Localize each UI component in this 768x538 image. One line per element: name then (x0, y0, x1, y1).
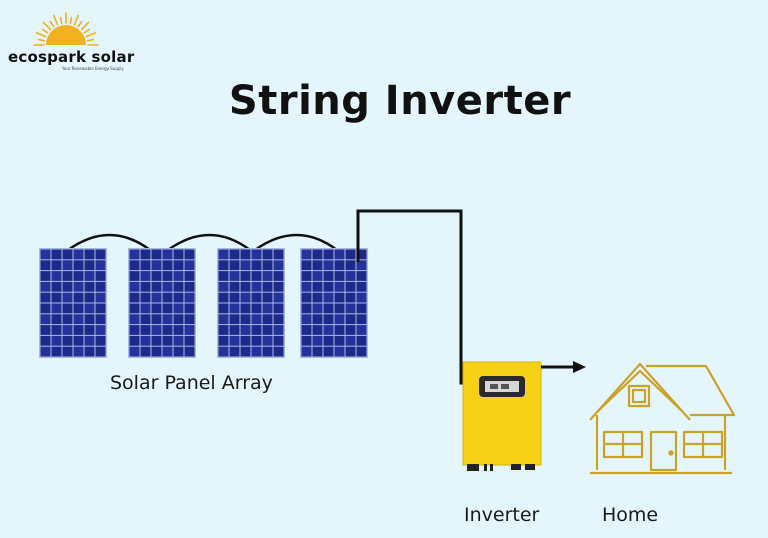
logo-tagline: Your Renewable Energy Supply (62, 66, 124, 71)
logo-name: ecospark solar (8, 48, 135, 66)
solar-panel-array-label: Solar Panel Array (110, 372, 273, 394)
panel-connection-wires (67, 233, 338, 252)
sun-logo-icon (33, 12, 99, 46)
solar-panel-icon (217, 248, 285, 358)
solar-panel-icon (300, 248, 368, 358)
dc-wire (356, 209, 468, 385)
house-icon (589, 362, 736, 475)
inverter-icon (462, 361, 542, 471)
page-title: String Inverter (228, 78, 572, 124)
solar-panel-array (39, 248, 368, 358)
solar-panel-icon (128, 248, 196, 358)
brand-logo: ecospark solar Your Renewable Energy Sup… (8, 12, 138, 74)
home-label: Home (602, 504, 659, 526)
arrow-right-icon (541, 361, 586, 373)
inverter-label: Inverter (464, 504, 540, 526)
solar-panel-icon (39, 248, 107, 358)
